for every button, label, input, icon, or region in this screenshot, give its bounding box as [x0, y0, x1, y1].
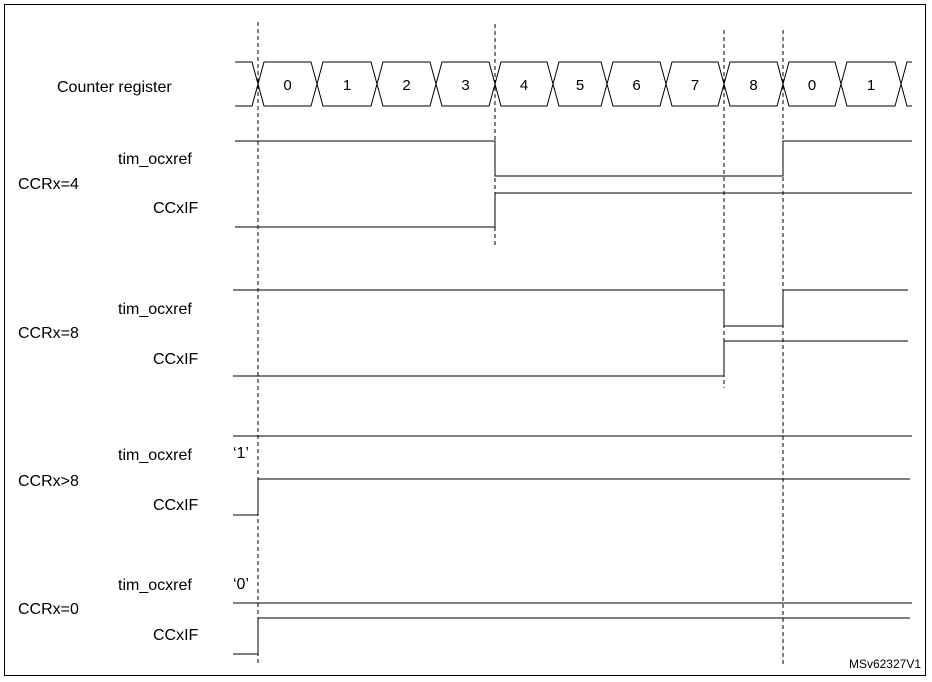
- counter-cell-value: 0: [808, 77, 816, 94]
- ccxif-waveform: [233, 478, 910, 516]
- group-label: CCRx>8: [18, 473, 79, 490]
- ref-signal-label: tim_ocxref: [118, 151, 192, 168]
- group-ccrx-gt-8: CCRx>8 tim_ocxref CCxIF ‘1’: [18, 435, 912, 516]
- flag-signal-label: CCxIF: [153, 627, 199, 644]
- initial-level-label: ‘0’: [233, 576, 249, 593]
- tim-ocxref-waveform: [233, 289, 908, 327]
- counter-cell-value: 1: [867, 77, 875, 94]
- counter-cell-value: 0: [283, 77, 291, 94]
- ref-signal-label: tim_ocxref: [118, 577, 192, 594]
- flag-signal-label: CCxIF: [153, 497, 199, 514]
- group-ccrx-0: CCRx=0 tim_ocxref CCxIF ‘0’: [18, 576, 912, 655]
- counter-cell-value: 4: [520, 77, 528, 94]
- ccxif-waveform: [235, 192, 912, 228]
- counter-cell-value: 5: [576, 77, 584, 94]
- group-label: CCRx=4: [18, 176, 79, 193]
- group-ccrx-4: CCRx=4 tim_ocxref CCxIF: [18, 140, 912, 228]
- time-markers: [257, 22, 784, 665]
- counter-register-label: Counter register: [57, 79, 172, 96]
- counter-cell-value: 7: [691, 77, 699, 94]
- flag-signal-label: CCxIF: [153, 351, 199, 368]
- group-ccrx-8: CCRx=8 tim_ocxref CCxIF: [18, 289, 908, 377]
- counter-register-row: 0 1 2 3 4 5 6 7 8 0 1: [235, 61, 912, 107]
- flag-signal-label: CCxIF: [153, 200, 199, 217]
- group-label: CCRx=8: [18, 325, 79, 342]
- ccxif-waveform: [233, 340, 908, 377]
- counter-cell-value: 1: [343, 77, 351, 94]
- counter-cell-value: 6: [632, 77, 640, 94]
- ref-signal-label: tim_ocxref: [118, 301, 192, 318]
- group-label: CCRx=0: [18, 601, 79, 618]
- tim-ocxref-waveform: [235, 140, 912, 177]
- figure-reference: MSv62327V1: [849, 657, 921, 671]
- ccxif-waveform: [233, 617, 910, 655]
- ref-signal-label: tim_ocxref: [118, 447, 192, 464]
- counter-cell-value: 8: [749, 77, 757, 94]
- initial-level-label: ‘1’: [233, 445, 249, 462]
- counter-cell-next: [900, 61, 912, 107]
- diagram-frame: [4, 4, 926, 676]
- counter-cell-value: 2: [402, 77, 410, 94]
- counter-cell-previous: [235, 61, 259, 107]
- counter-cell-value: 3: [461, 77, 469, 94]
